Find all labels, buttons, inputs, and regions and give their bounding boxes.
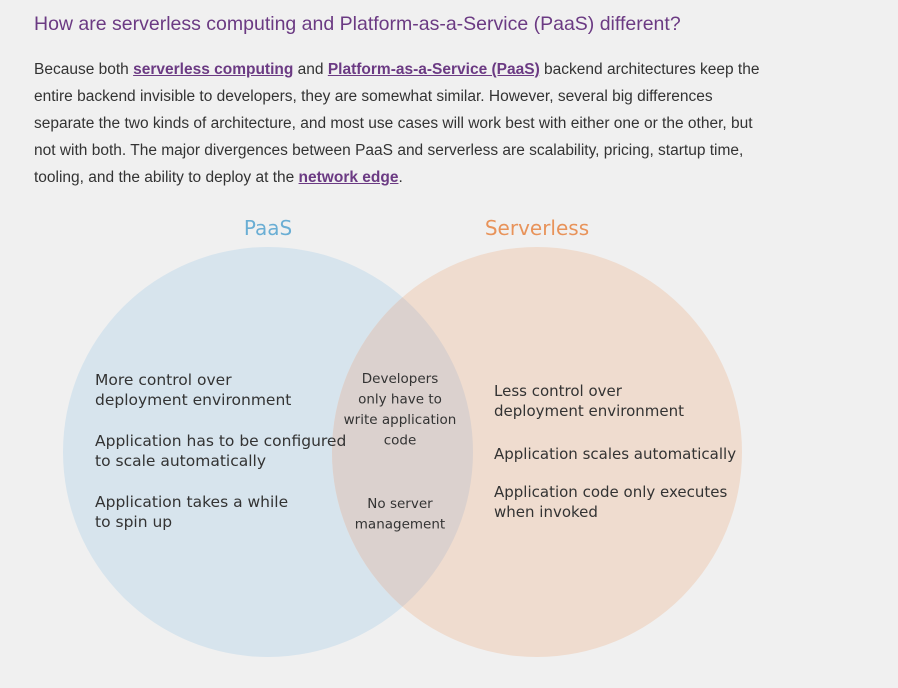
- venn-shared-items-1: No server management: [355, 496, 445, 533]
- venn-text-line: code: [384, 433, 417, 449]
- paragraph-text: .: [398, 169, 403, 186]
- venn-diagram: PaaS Serverless More control over deploym…: [63, 216, 742, 657]
- venn-text-line: deployment environment: [95, 391, 291, 409]
- venn-text-line: deployment environment: [494, 402, 684, 420]
- venn-serverless-items-1: Application scales automatically: [494, 445, 736, 463]
- paas-link[interactable]: Platform-as-a-Service (PaaS): [327, 61, 540, 78]
- venn-serverless-items-0: Less control over deployment environment: [494, 382, 684, 420]
- venn-text-line: to scale automatically: [95, 452, 266, 470]
- serverless-title: Serverless: [485, 216, 589, 240]
- venn-text-line: Developers: [362, 371, 438, 387]
- intro-paragraph: Because both serverless computing and Pl…: [34, 56, 774, 191]
- venn-shared-items-0: Developers only have to write application c…: [344, 371, 457, 449]
- serverless-items: Less control over deployment environmentA…: [494, 382, 736, 521]
- overlap-region: [332, 247, 473, 657]
- venn-serverless-items-2: Application code only executes when invok…: [494, 483, 727, 521]
- paas-title: PaaS: [244, 216, 292, 240]
- paragraph-text: backend architectures keep the entire ba…: [34, 61, 760, 186]
- venn-text-line: to spin up: [95, 513, 172, 531]
- paragraph-text: and: [293, 61, 328, 78]
- venn-text-line: when invoked: [494, 503, 598, 521]
- venn-paas-items-1: Application has to be configured to scale…: [95, 432, 346, 470]
- venn-text-line: Application takes a while: [95, 493, 288, 511]
- venn-text-line: management: [355, 517, 445, 533]
- serverless-computing-link[interactable]: serverless computing: [133, 61, 294, 78]
- shared-items: Developers only have to write application c…: [344, 371, 457, 533]
- venn-text-line: Less control over: [494, 382, 623, 400]
- venn-text-line: No server: [367, 496, 433, 512]
- venn-text-line: write application: [344, 412, 457, 428]
- paas-items: More control over deployment environmentA…: [95, 371, 346, 531]
- paragraph-text: Because both: [34, 61, 134, 78]
- venn-text-line: Application code only executes: [494, 483, 727, 501]
- venn-paas-items-2: Application takes a while to spin up: [95, 493, 288, 531]
- network-edge-link[interactable]: network edge: [298, 169, 399, 186]
- venn-text-line: Application scales automatically: [494, 445, 736, 463]
- venn-text-line: Application has to be configured: [95, 432, 346, 450]
- page-heading: How are serverless computing and Platfor…: [34, 13, 681, 35]
- venn-paas-items-0: More control over deployment environment: [95, 371, 291, 409]
- venn-text-line: More control over: [95, 371, 232, 389]
- venn-text-line: only have to: [358, 392, 442, 408]
